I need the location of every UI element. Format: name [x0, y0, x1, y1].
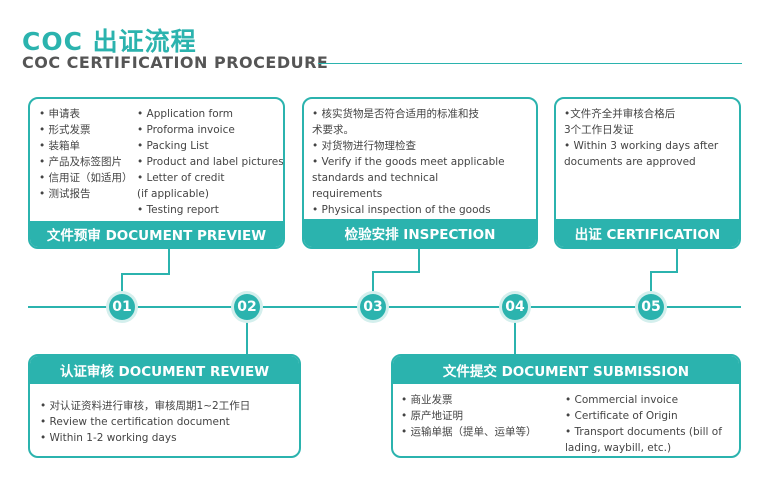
- connector-02: [246, 320, 248, 354]
- list-item: • 申请表: [39, 108, 81, 120]
- list-item: lading, waybill, etc.): [565, 442, 672, 454]
- list-item: • 核实货物是否符合适用的标准和技: [312, 108, 480, 120]
- list-item: 3个工作日发证: [564, 124, 634, 136]
- card-document-submission: 文件提交 DOCUMENT SUBMISSION • 商业发票 • 原产地证明 …: [391, 354, 741, 458]
- list-item: documents are approved: [564, 156, 696, 168]
- step-marker-04: 04: [502, 294, 528, 320]
- list-item: • Within 3 working days after: [564, 140, 719, 152]
- list-item: standards and technical: [312, 172, 439, 184]
- connector-03: [418, 249, 420, 273]
- step-marker-01: 01: [109, 294, 135, 320]
- list-item: 术要求。: [312, 124, 354, 136]
- step-marker-02: 02: [234, 294, 260, 320]
- list-item: • 形式发票: [39, 124, 91, 136]
- list-item: • Application form: [137, 108, 234, 120]
- list-en: • Application form • Proforma invoice • …: [137, 106, 284, 218]
- list-item: • Testing report: [137, 204, 219, 216]
- list-item: • 运输单据（提单、运单等）: [401, 426, 537, 438]
- list-item: • 原产地证明: [401, 410, 464, 422]
- list-item: • 商业发票: [401, 394, 453, 406]
- list-cn: • 申请表 • 形式发票 • 装箱单 • 产品及标签图片 • 信用证（如适用） …: [39, 106, 133, 202]
- connector-01: [122, 273, 170, 275]
- list-item: • Certificate of Origin: [565, 410, 678, 422]
- list-item: • Letter of credit: [137, 172, 225, 184]
- connector-03: [372, 271, 374, 295]
- card-inspection: • 核实货物是否符合适用的标准和技 术要求。 • 对货物进行物理检查 • Ver…: [302, 97, 538, 249]
- list-item: requirements: [312, 188, 383, 200]
- list-item: • 测试报告: [39, 188, 91, 200]
- card-band-inspection: 检验安排 INSPECTION: [304, 219, 536, 247]
- card-band-document-preview: 文件预审 DOCUMENT PREVIEW: [30, 221, 283, 247]
- page-title: COC 出证流程: [22, 27, 197, 56]
- list-item: • Proforma invoice: [137, 124, 235, 136]
- list-item: • Within 1-2 working days: [40, 432, 177, 444]
- list-item: • 信用证（如适用）: [39, 172, 133, 184]
- step-marker-05: 05: [638, 294, 664, 320]
- list-cn: • 商业发票 • 原产地证明 • 运输单据（提单、运单等）: [401, 392, 537, 440]
- card-band-document-review: 认证审核 DOCUMENT REVIEW: [30, 356, 299, 384]
- list-item: • Packing List: [137, 140, 209, 152]
- list-item: • Verify if the goods meet applicable: [312, 156, 505, 168]
- list-item: (if applicable): [137, 188, 209, 200]
- list-item: • Physical inspection of the goods: [312, 204, 491, 216]
- connector-01: [168, 249, 170, 275]
- page-subtitle: COC CERTIFICATION PROCEDURE: [22, 53, 329, 72]
- card-document-preview: • 申请表 • 形式发票 • 装箱单 • 产品及标签图片 • 信用证（如适用） …: [28, 97, 285, 249]
- connector-04: [514, 320, 516, 354]
- list-item: • 产品及标签图片: [39, 156, 123, 168]
- list-item: • 装箱单: [39, 140, 81, 152]
- list-item: • 对认证资料进行审核，审核周期1~2工作日: [40, 400, 251, 412]
- step-marker-03: 03: [360, 294, 386, 320]
- connector-05: [676, 249, 678, 273]
- connector-05: [651, 271, 678, 273]
- list-en: • Commercial invoice • Certificate of Or…: [565, 392, 722, 456]
- list-item: • Commercial invoice: [565, 394, 679, 406]
- list-item: •文件齐全并审核合格后: [564, 108, 676, 120]
- list-item: • Review the certification document: [40, 416, 230, 428]
- card-band-document-submission: 文件提交 DOCUMENT SUBMISSION: [393, 356, 739, 384]
- list-item: • Transport documents (bill of: [565, 426, 722, 438]
- connector-05: [650, 271, 652, 295]
- card-certification: •文件齐全并审核合格后 3个工作日发证 • Within 3 working d…: [554, 97, 741, 249]
- card-document-review: 认证审核 DOCUMENT REVIEW • 对认证资料进行审核，审核周期1~2…: [28, 354, 301, 458]
- list-item: • Product and label pictures: [137, 156, 284, 168]
- list-item: • 对货物进行物理检查: [312, 140, 417, 152]
- connector-01: [121, 273, 123, 295]
- title-divider: [318, 63, 742, 64]
- connector-03: [373, 271, 420, 273]
- card-band-certification: 出证 CERTIFICATION: [556, 219, 739, 247]
